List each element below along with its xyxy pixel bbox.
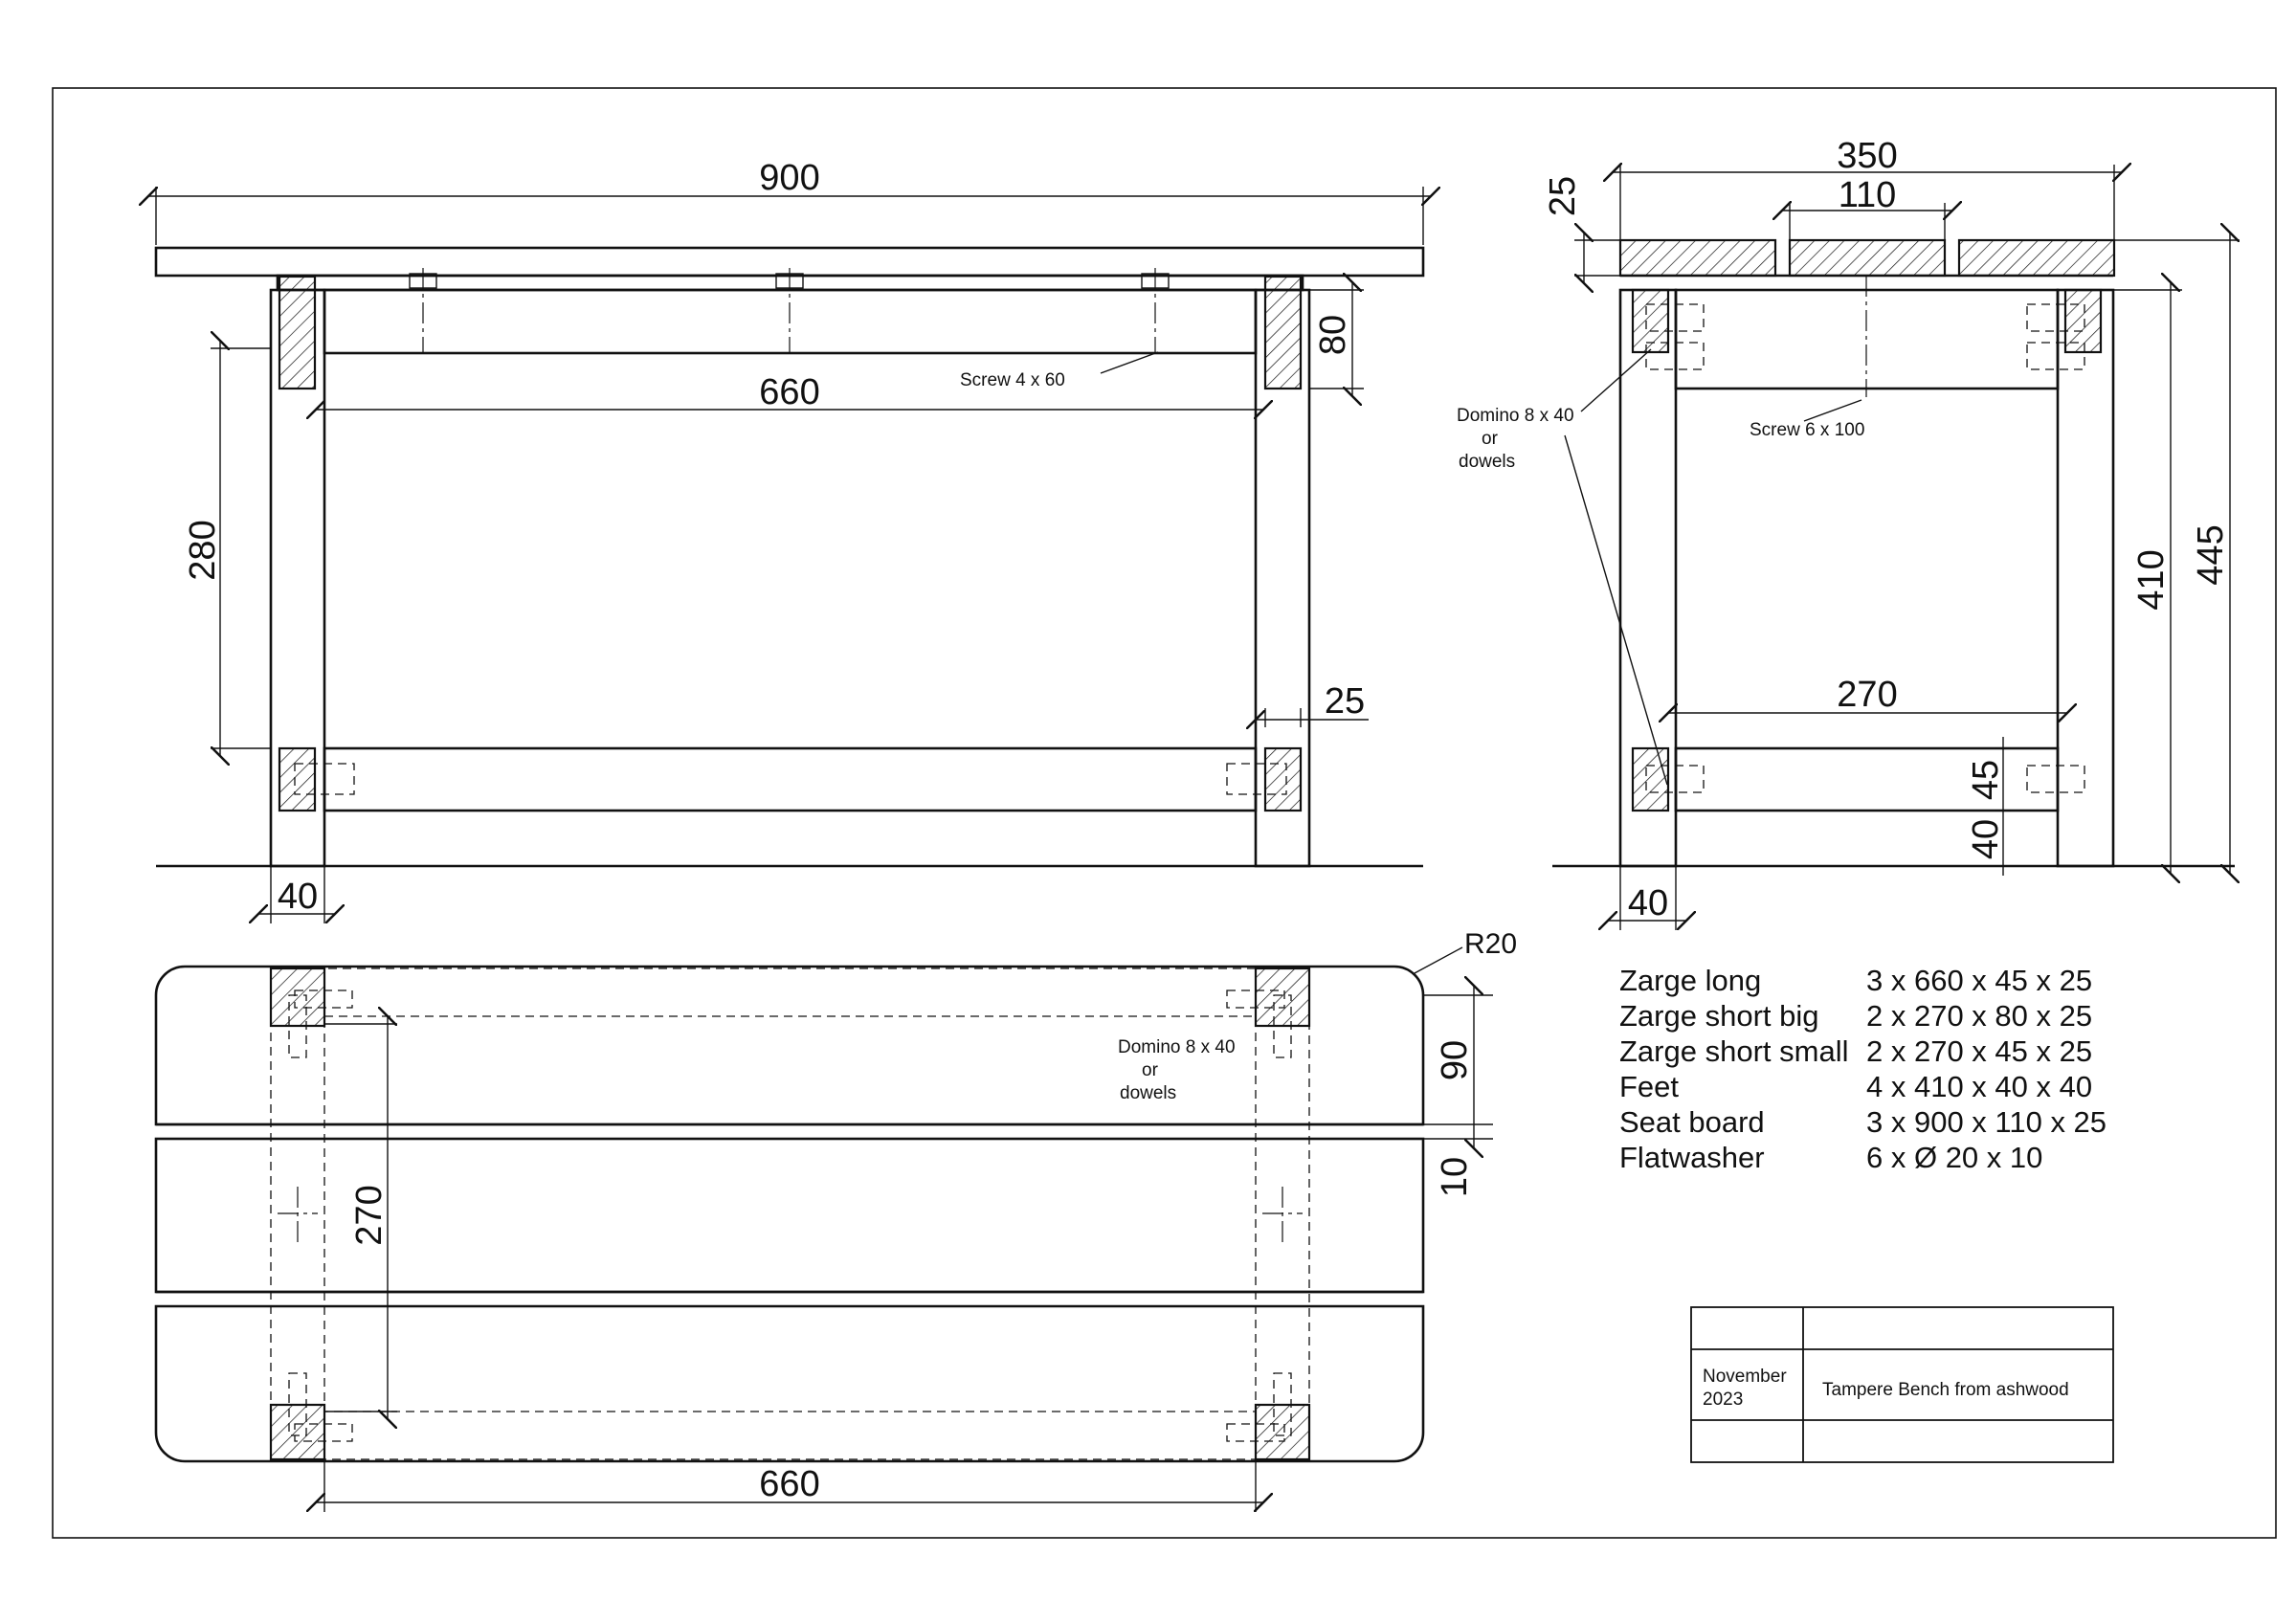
side-domino-note-3: dowels (1459, 452, 1515, 472)
dim-plan-90-10: 90 10 (1423, 986, 1493, 1197)
side-board-2 (1788, 238, 1947, 278)
dim-110-label: 110 (1839, 175, 1897, 215)
title-date-month: November (1703, 1367, 1787, 1387)
part-name: Feet (1619, 1070, 1679, 1103)
dim-660-label: 660 (759, 372, 819, 412)
dim-front-660: 660 (316, 372, 1263, 412)
dim-side-445: 445 (2114, 233, 2240, 874)
side-board-1 (1618, 238, 1777, 278)
dim-25-label: 25 (1325, 681, 1365, 722)
plan-view: R20 90 10 270 660 Domino 8 x 40 or dowel… (154, 928, 1517, 1512)
front-hatch-low-right (1263, 746, 1303, 812)
front-dowel-left (294, 763, 355, 795)
title-block: November 2023 Tampere Bench from ashwood (1690, 1306, 2114, 1463)
part-name: Zarge short big (1619, 999, 1819, 1033)
dim-45-label: 45 (1966, 760, 2006, 800)
part-spec: 4 x 410 x 40 x 40 (1866, 1070, 2092, 1103)
dim-side-270-label: 270 (1837, 675, 1897, 715)
front-view: 900 660 80 280 25 (148, 158, 1431, 923)
plan-hidden-frame-outer (270, 967, 1310, 1460)
dim-90-label: 90 (1435, 1040, 1475, 1080)
title-date-year: 2023 (1703, 1390, 1743, 1410)
dim-side-350: 350 (1613, 136, 2122, 239)
plan-domino-note-1: Domino 8 x 40 (1118, 1037, 1236, 1057)
dim-plan-270-label: 270 (349, 1185, 390, 1245)
dim-280-label: 280 (183, 520, 223, 580)
dim-plan-660-label: 660 (759, 1464, 819, 1504)
front-hatch-top-left (278, 275, 317, 390)
dim-10-label: 10 (1435, 1157, 1475, 1197)
front-screw-note: Screw 4 x 60 (960, 370, 1065, 390)
dim-front-25: 25 (1256, 681, 1369, 727)
front-screws (409, 268, 1170, 354)
front-dowel-right (1226, 763, 1287, 795)
dim-side-25-label: 25 (1543, 176, 1583, 216)
side-dominos (1645, 303, 2085, 793)
part-spec: 2 x 270 x 80 x 25 (1866, 999, 2092, 1033)
dim-900-label: 900 (759, 158, 819, 198)
plan-dominos (278, 989, 1303, 1442)
dim-front-280: 280 (183, 341, 271, 756)
dim-front-80: 80 (1309, 282, 1364, 396)
side-leg-right (2056, 288, 2115, 868)
dim-side-40v-label: 40 (1966, 819, 2006, 859)
title-name: Tampere Bench from ashwood (1822, 1380, 2069, 1400)
part-spec: 3 x 660 x 45 x 25 (1866, 964, 2092, 997)
side-view: 350 110 25 410 445 (1457, 136, 2240, 930)
plan-board-3 (154, 1304, 1425, 1463)
part-name: Zarge short small (1619, 1034, 1848, 1068)
side-domino-note-1: Domino 8 x 40 (1457, 406, 1574, 426)
part-name: Seat board (1619, 1105, 1765, 1139)
dim-plan-660: 660 (316, 1461, 1263, 1512)
parts-list: Zarge long 3 x 660 x 45 x 25 Zarge short… (1619, 964, 2107, 1174)
dim-side-410: 410 (2113, 282, 2182, 874)
part-spec: 2 x 270 x 45 x 25 (1866, 1034, 2092, 1068)
dim-80-label: 80 (1313, 315, 1353, 355)
side-lower-rail (1674, 746, 2060, 812)
part-spec: 3 x 900 x 110 x 25 (1866, 1105, 2107, 1139)
dim-350-label: 350 (1837, 136, 1897, 176)
dim-r20-label: R20 (1464, 928, 1517, 960)
dim-side-270: 270 (1668, 675, 2067, 715)
dim-side-40-label: 40 (1628, 883, 1668, 923)
dim-side-40: 40 (1608, 866, 1686, 930)
part-spec: 6 x Ø 20 x 10 (1866, 1141, 2042, 1174)
dim-side-25: 25 (1543, 176, 1620, 283)
dim-front-900: 900 (148, 158, 1431, 245)
plan-hidden-frame-inner (323, 1015, 1257, 1412)
side-board-3 (1957, 238, 2116, 278)
dim-410-label: 410 (2131, 549, 2172, 610)
dim-plan-270: 270 (324, 1016, 397, 1419)
plan-domino-note-3: dowels (1120, 1083, 1176, 1103)
dim-40-label: 40 (278, 877, 318, 917)
side-domino-note-2: or (1482, 429, 1499, 449)
plan-board-2 (154, 1137, 1425, 1294)
dim-side-110: 110 (1782, 175, 1952, 239)
part-name: Flatwasher (1619, 1141, 1765, 1174)
side-screw-note: Screw 6 x 100 (1750, 420, 1864, 440)
dim-side-45-40: 45 40 (1966, 737, 2011, 876)
part-name: Zarge long (1619, 964, 1761, 997)
dim-445-label: 445 (2191, 524, 2231, 585)
front-hatch-top-right (1263, 275, 1303, 390)
front-hatch-low-left (278, 746, 317, 812)
front-lower-rail (323, 746, 1258, 812)
plan-domino-note-2: or (1142, 1060, 1159, 1080)
sheet-border (52, 87, 2277, 1539)
dim-front-40: 40 (258, 866, 335, 923)
